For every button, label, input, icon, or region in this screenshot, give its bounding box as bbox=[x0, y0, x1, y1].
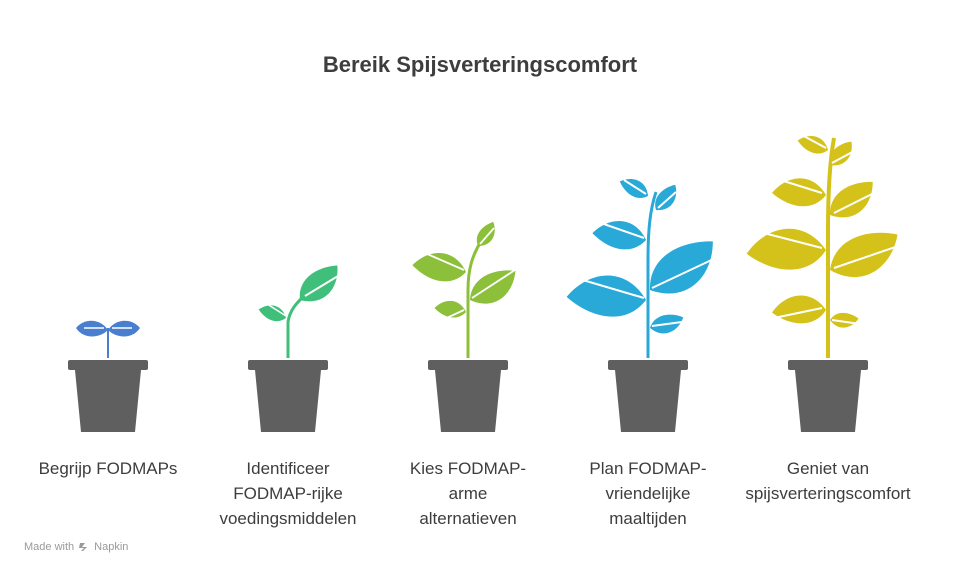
stage-4-growing-plant-icon bbox=[564, 171, 727, 358]
stage-3-pot-icon bbox=[428, 360, 508, 432]
stage-4-pot-icon bbox=[608, 360, 688, 432]
napkin-logo-icon bbox=[78, 541, 90, 553]
stage-3-label-line-3: alternatieven bbox=[419, 509, 517, 528]
stage-5-full-plant-icon bbox=[745, 129, 906, 358]
stage-1-plant bbox=[68, 320, 148, 432]
stage-2-label-line-1: Identificeer bbox=[246, 459, 330, 478]
stage-5-plant bbox=[745, 129, 906, 432]
stage-2-pot-icon bbox=[248, 360, 328, 432]
stage-2-label-line-3: voedingsmiddelen bbox=[219, 509, 357, 528]
stage-4-label-line-3: maaltijden bbox=[609, 509, 687, 528]
stage-5-label-line-1: Geniet van bbox=[786, 459, 870, 478]
stage-2-label-line-2: FODMAP-rijke bbox=[233, 484, 343, 503]
stage-2-seedling-icon bbox=[257, 260, 348, 358]
stage-2-plant bbox=[248, 260, 348, 432]
stage-3-label-line-1: Kies FODMAP- bbox=[409, 459, 527, 478]
stage-3-label-line-2: arme bbox=[448, 484, 488, 503]
stage-5-label-line-2: spijsverteringscomfort bbox=[745, 484, 911, 503]
stage-1-label-line-1: Begrijp FODMAPs bbox=[38, 459, 178, 478]
stage-1-pot-icon bbox=[68, 360, 148, 432]
stage-1-label: Begrijp FODMAPs bbox=[23, 456, 193, 481]
made-with-napkin-footer[interactable]: Made with Napkin bbox=[24, 541, 128, 553]
stage-4-label: Plan FODMAP- vriendelijke maaltijden bbox=[563, 456, 733, 531]
stage-4-label-line-1: Plan FODMAP- bbox=[589, 459, 707, 478]
stage-4-label-line-2: vriendelijke bbox=[605, 484, 691, 503]
stage-3-label: Kies FODMAP- arme alternatieven bbox=[383, 456, 553, 531]
stage-4-plant bbox=[564, 171, 727, 432]
stage-1-sprout-icon bbox=[76, 320, 140, 358]
napkin-brand-text: Napkin bbox=[94, 541, 129, 553]
stage-3-plant bbox=[410, 219, 524, 432]
stage-2-label: Identificeer FODMAP-rijke voedingsmiddel… bbox=[203, 456, 373, 531]
made-with-text: Made with bbox=[24, 541, 75, 553]
stage-5-label: Geniet van spijsverteringscomfort bbox=[733, 456, 923, 506]
stage-5-pot-icon bbox=[788, 360, 868, 432]
page-title: Bereik Spijsverteringscomfort bbox=[322, 52, 638, 77]
stage-3-young-plant-icon bbox=[410, 219, 524, 358]
